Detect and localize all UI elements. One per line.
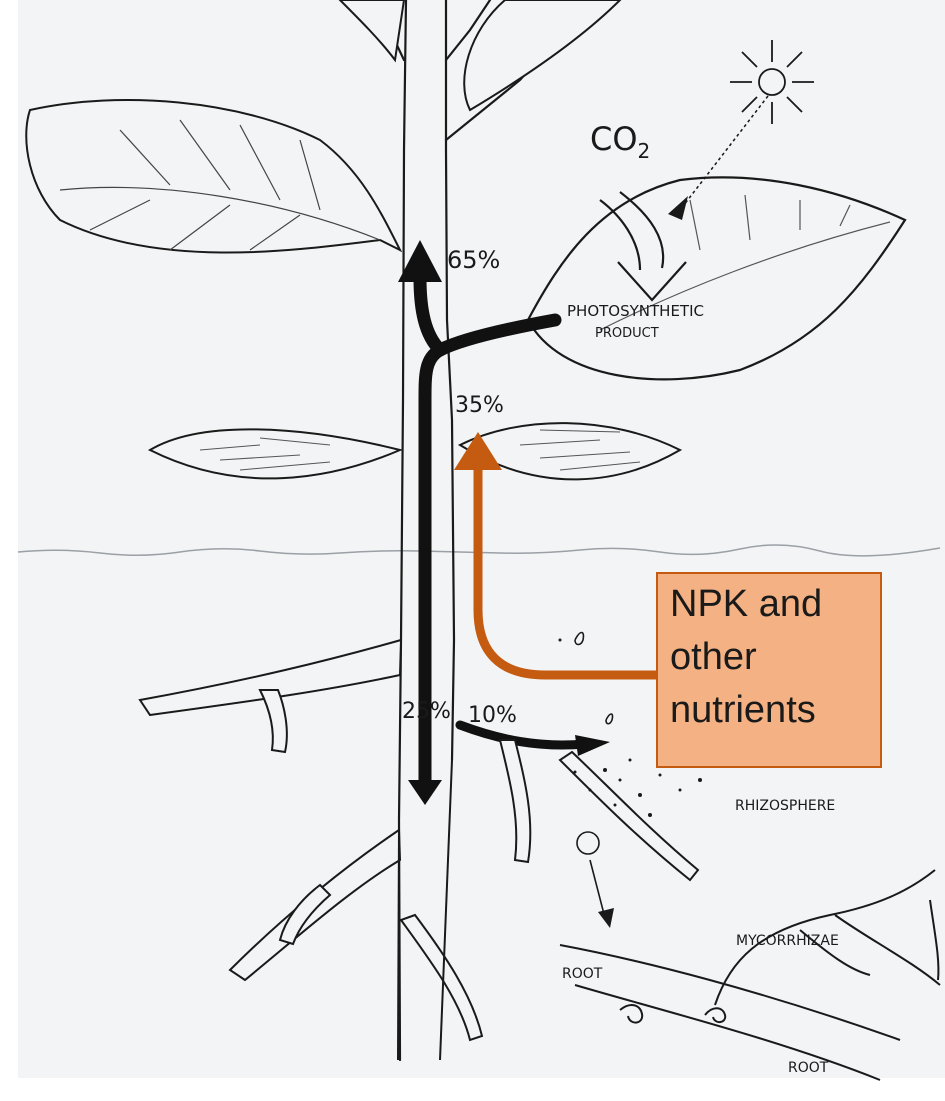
pct-root-label: 25% (402, 699, 451, 724)
pct-up-label: 65% (447, 246, 500, 274)
nutrient-arrow (454, 432, 656, 680)
pct-down-label: 35% (455, 393, 504, 418)
npk-callout-box: NPK and other nutrients (656, 572, 882, 768)
arrow-rhizo-head (575, 735, 610, 756)
photosynthetic-leaf (526, 176, 907, 381)
mycorrhizae-label: MYCORRHIZAE (736, 933, 839, 949)
upper-leaves (25, 0, 622, 254)
rhizosphere-particles (558, 638, 702, 817)
roots (138, 638, 700, 1042)
magnify-arrow-head (598, 908, 614, 928)
sunlight-ray-head (668, 196, 688, 220)
pct-rhizo-label: 10% (468, 703, 517, 728)
main-root (397, 759, 453, 1061)
sun-icon (730, 40, 814, 124)
root-label-right: ROOT (788, 1060, 829, 1076)
upper-leaf-veins (59, 119, 381, 251)
middle-leaf-hatching (199, 429, 641, 471)
mycorrhizae-detail (559, 869, 941, 1081)
root-label-left: ROOT (562, 966, 603, 982)
photosynthetic-product-label-line2: PRODUCT (595, 326, 659, 341)
microbes (574, 631, 614, 919)
rhizosphere-label: RHIZOSPHERE (735, 798, 835, 814)
co2-label: CO2 (590, 120, 650, 163)
co2-arrow (599, 191, 687, 302)
photosynthate-flow (413, 271, 590, 797)
sunlight-ray (679, 95, 769, 211)
arrow-up-head (398, 240, 442, 282)
arrow-root-head (408, 780, 442, 805)
photosynthetic-product-label-line1: PHOTOSYNTHETIC (567, 302, 704, 320)
middle-leaves (147, 422, 683, 481)
soil-line (17, 544, 941, 557)
